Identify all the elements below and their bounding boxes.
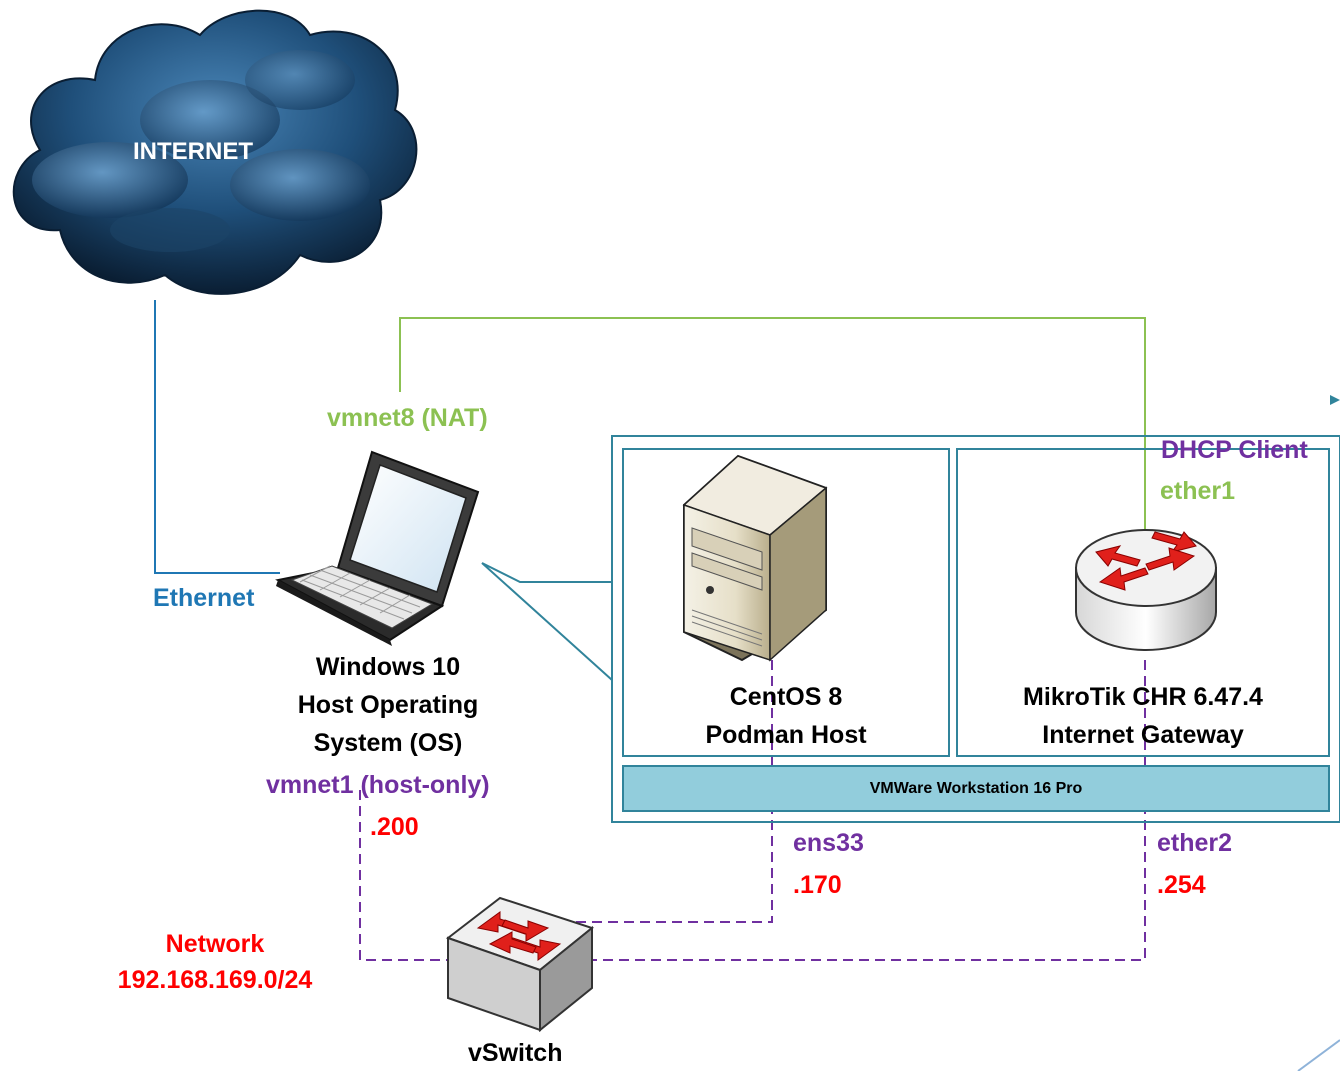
ens33-label: ens33 bbox=[793, 829, 864, 857]
vmware-label: VMWare Workstation 16 Pro bbox=[869, 780, 1083, 797]
hostonly-link-centos bbox=[576, 660, 773, 923]
hostonly-link-mikrotik bbox=[590, 660, 1146, 961]
centos-title: CentOS 8 Podman Host bbox=[623, 678, 949, 754]
laptop-title-line-3: System (OS) bbox=[313, 729, 463, 757]
server-icon bbox=[682, 454, 828, 662]
mikrotik-title-line-1: MikroTik CHR 6.47.4 bbox=[1023, 683, 1263, 711]
mikrotik-title-line-2: Internet Gateway bbox=[1042, 721, 1244, 749]
nat-link bbox=[399, 317, 1146, 530]
centos-vm-box bbox=[622, 448, 950, 757]
internet-label: INTERNET bbox=[133, 138, 253, 165]
centos-title-line-2: Podman Host bbox=[705, 721, 867, 749]
vswitch-icon bbox=[445, 896, 595, 1033]
centos-ip: .170 bbox=[793, 871, 842, 899]
mikrotik-title: MikroTik CHR 6.47.4 Internet Gateway bbox=[957, 678, 1329, 754]
network-label-line-2: 192.168.169.0/24 bbox=[117, 966, 313, 994]
internet-cloud-icon bbox=[12, 9, 418, 295]
vswitch-label: vSwitch bbox=[468, 1039, 563, 1067]
centos-title-line-1: CentOS 8 bbox=[729, 683, 843, 711]
mikrotik-vm-box bbox=[956, 448, 1330, 757]
vmware-frame bbox=[611, 435, 1340, 823]
network-label: Network 192.168.169.0/24 bbox=[80, 926, 350, 998]
hostonly-link-laptop bbox=[359, 790, 448, 961]
corner-arrow bbox=[1330, 395, 1340, 405]
laptop-icon bbox=[275, 450, 480, 646]
ether2-label: ether2 bbox=[1157, 829, 1233, 857]
network-label-line-1: Network bbox=[165, 930, 265, 958]
ethernet-link bbox=[154, 300, 280, 574]
laptop-title-line-2: Host Operating bbox=[297, 691, 479, 719]
corner-decoration bbox=[1297, 1039, 1340, 1071]
router-icon bbox=[1075, 529, 1217, 651]
nat-label: vmnet8 (NAT) bbox=[327, 404, 488, 432]
dhcp-client-label: DHCP Client bbox=[1161, 436, 1308, 464]
callout-line bbox=[481, 562, 613, 681]
hostonly-label: vmnet1 (host-only) bbox=[266, 771, 490, 799]
laptop-title-line-1: Windows 10 bbox=[315, 653, 461, 681]
vmware-bar bbox=[622, 765, 1330, 812]
ethernet-label: Ethernet bbox=[153, 584, 255, 612]
ether1-label: ether1 bbox=[1160, 477, 1236, 505]
mikrotik-ip: .254 bbox=[1157, 871, 1206, 899]
laptop-title: Windows 10 Host Operating System (OS) bbox=[268, 648, 508, 762]
laptop-ip: .200 bbox=[370, 813, 419, 841]
